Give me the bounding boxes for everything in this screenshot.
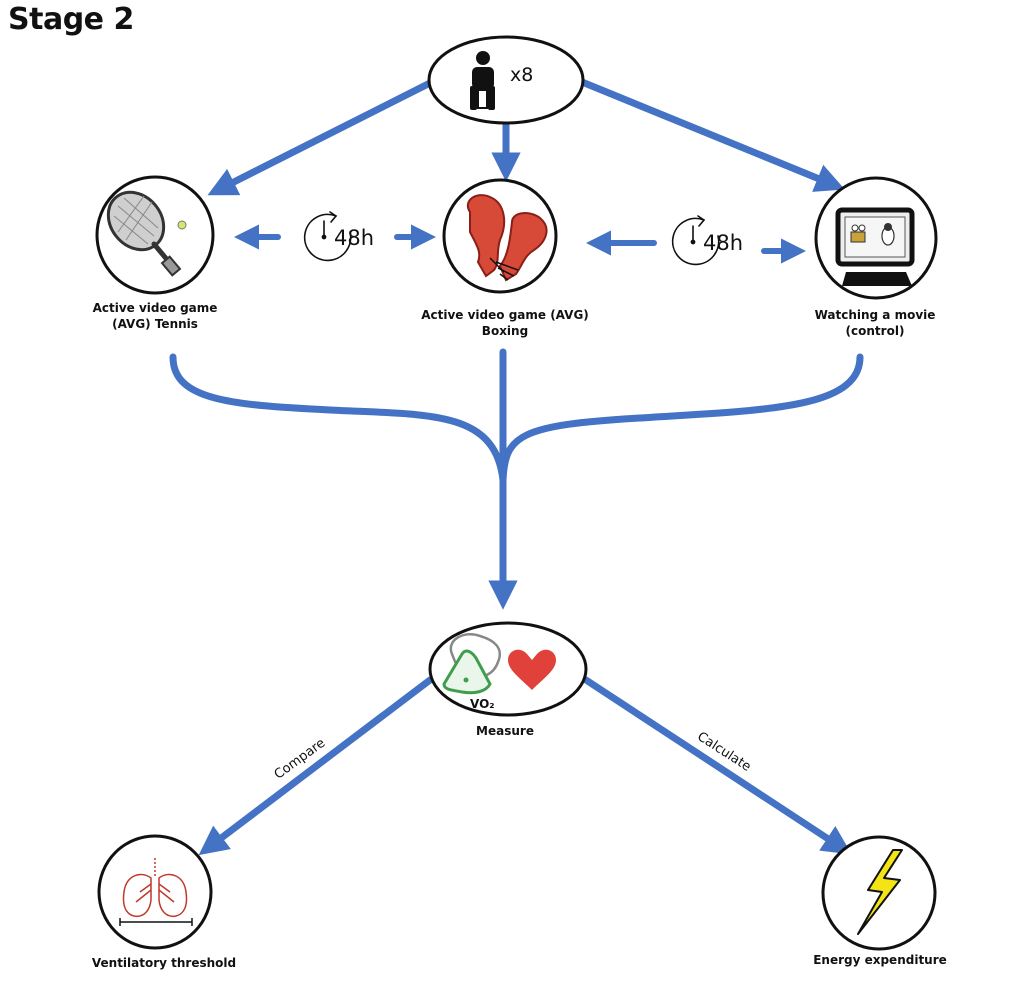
outcome-label-ventilatory: Ventilatory threshold [91,956,237,970]
boxing-gloves-icon [467,194,548,282]
arrows-to-outcomes [198,676,852,856]
lightning-bolt-icon [857,849,903,935]
tennis-ball-icon [177,220,187,230]
energy-node [821,835,937,951]
outcome-label-energy: Energy expenditure [813,953,947,967]
movie-screen-icon [835,207,915,286]
condition-label-movie: Watching a movie (control) [814,308,936,338]
washout-duration: 48h [334,226,374,250]
boxing-node [442,178,558,294]
vo2-label: VO₂ [470,697,495,711]
merge-arrows [169,348,864,610]
arrows-to-conditions [207,78,845,196]
tennis-node [95,175,215,295]
vo2-mask-icon [442,649,492,695]
tennis-racket-icon [106,190,182,277]
lungs-icon [122,858,188,918]
clock-icon [671,215,720,266]
participants-node: x8 [427,35,585,125]
measure-label: Measure [476,724,534,738]
participant-count: x8 [510,64,533,86]
clock-icon [303,211,352,262]
page-title: Stage 2 [8,2,134,37]
heart-icon [508,649,556,690]
washout-duration: 48h [703,231,743,255]
wheelchair-user-icon [470,51,495,110]
measure-node: VO₂ [428,621,588,717]
scale-bar [119,918,193,926]
condition-label-boxing: Active video game (AVG) Boxing [421,308,589,338]
washout-arrows [233,224,807,264]
ventilatory-node [97,834,213,950]
condition-label-tennis: Active video game (AVG) Tennis [92,301,218,331]
movie-node [814,176,938,300]
